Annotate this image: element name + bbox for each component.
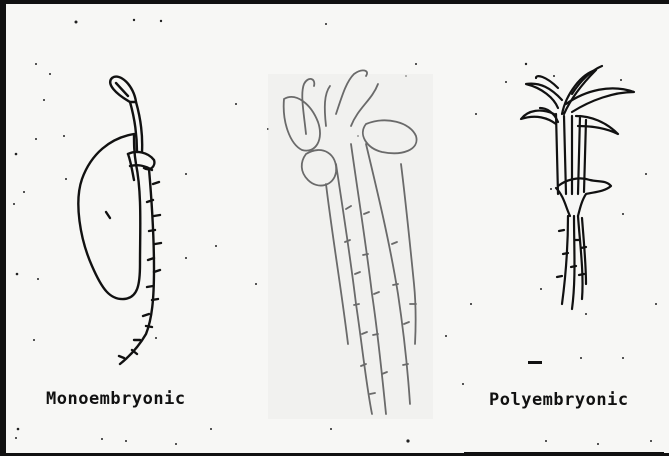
- dash-mark: [528, 361, 542, 364]
- polyembryonic-seedling-drawing: [521, 66, 634, 309]
- bottom-edge-mark: [464, 452, 664, 454]
- polyembryonic-label: Polyembryonic: [489, 390, 629, 410]
- monoembryonic-seedling-drawing: [78, 77, 161, 364]
- monoembryonic-label: Monoembryonic: [46, 389, 186, 409]
- germinating-seedlings-photo: [268, 70, 433, 419]
